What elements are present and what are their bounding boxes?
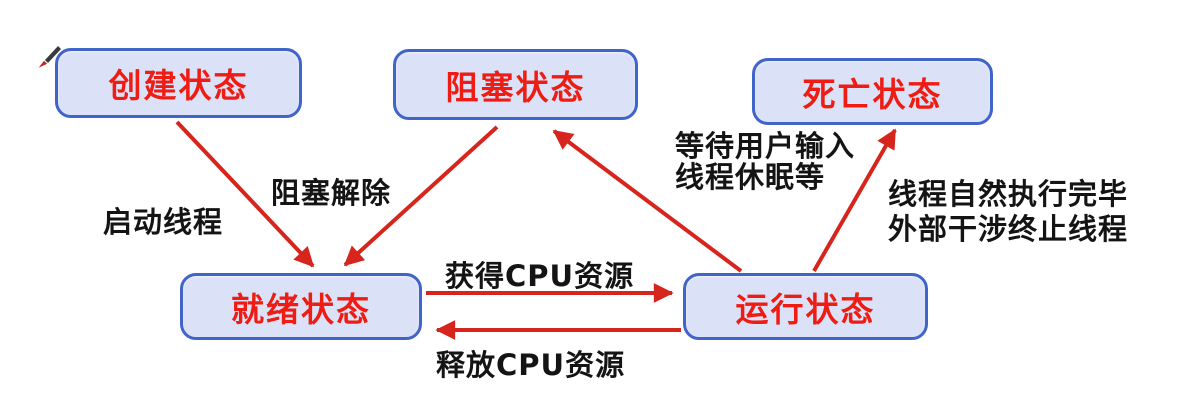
- state-node-dead: 死亡状态: [752, 58, 993, 125]
- edge-label-start-thread: 启动线程: [103, 205, 224, 239]
- state-node-create: 创建状态: [55, 48, 302, 118]
- state-node-ready: 就绪状态: [180, 273, 422, 340]
- edge-label-unblock: 阻塞解除: [271, 176, 392, 210]
- edge-label-terminate: 线程自然执行完毕 外部干涉终止线程: [888, 177, 1129, 246]
- state-node-running: 运行状态: [683, 273, 928, 340]
- edge-label-wait-sleep: 等待用户输入 线程休眠等: [675, 129, 856, 194]
- edge-label-acquire-cpu: 获得CPU资源: [445, 259, 635, 293]
- edge-label-release-cpu: 释放CPU资源: [436, 348, 626, 382]
- state-node-blocked: 阻塞状态: [393, 49, 638, 120]
